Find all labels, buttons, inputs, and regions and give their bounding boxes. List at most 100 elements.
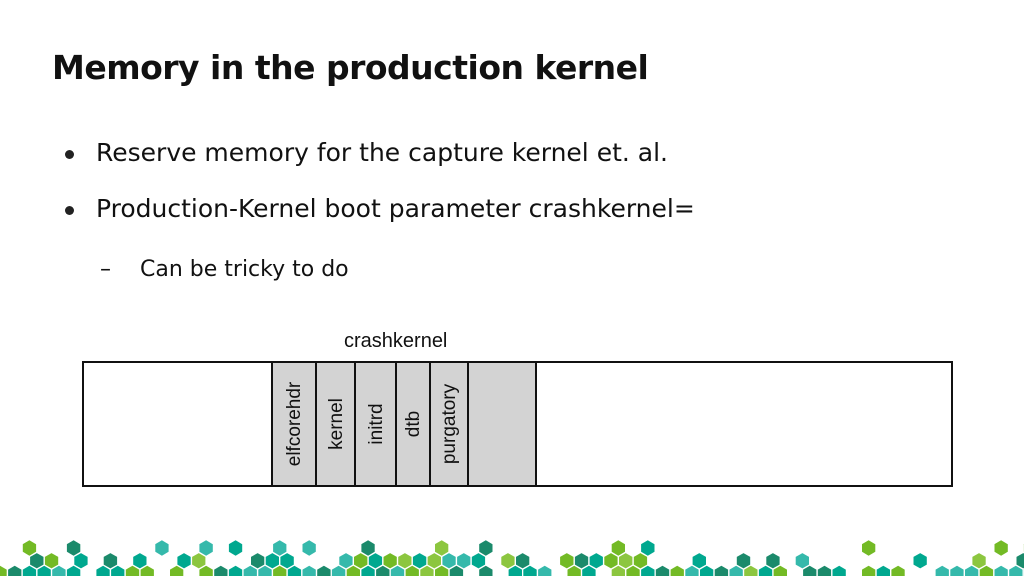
hexagon-shape [265, 553, 279, 569]
hexagon-shape [501, 553, 515, 569]
hexagon-shape [302, 565, 316, 576]
hexagon-shape [876, 565, 890, 576]
hexagon-shape [199, 565, 213, 576]
hexagon-shape [177, 553, 191, 569]
hexagon-shape [574, 553, 589, 569]
hexagon-shape [795, 553, 809, 569]
hexagon-shape [442, 553, 456, 569]
hexagon-shape [383, 553, 397, 569]
sub-bullet-item: –Can be tricky to do [100, 255, 349, 285]
hexagon-shape [1016, 553, 1024, 569]
hexagon-shape [251, 553, 265, 569]
hexagon-shape [192, 553, 206, 569]
hexagon-shape [96, 565, 110, 576]
segment-label: purgatory [439, 383, 460, 465]
hexagon-shape [111, 565, 125, 576]
hexagon-shape [913, 553, 927, 569]
segment-label: elfcorehdr [284, 381, 305, 467]
segment-kernel: kernel [315, 363, 356, 485]
hexagon-shape [346, 565, 360, 576]
hexagon-shape [287, 565, 302, 576]
hexagon-shape [52, 565, 66, 576]
hexagon-shape [155, 540, 169, 556]
hexagon-shape [758, 565, 773, 576]
slide-title: Memory in the production kernel [52, 48, 649, 87]
hexagon-shape [862, 540, 876, 556]
hexagon-shape [641, 565, 655, 576]
hexagon-shape [44, 553, 59, 569]
hexagon-shape [420, 565, 434, 576]
hexagon-shape [8, 565, 22, 576]
hexagon-shape [405, 565, 419, 576]
hexagon-shape [170, 565, 184, 576]
hexagon-shape [258, 565, 272, 576]
hexagon-shape [273, 565, 287, 576]
hexagon-shape [390, 565, 405, 576]
hexagon-shape [228, 565, 243, 576]
hexagon-shape [560, 553, 574, 569]
hexagon-shape [619, 553, 633, 569]
hexagon-shape [633, 553, 648, 569]
hexagon-shape [317, 565, 331, 576]
hexagon-shape [994, 540, 1008, 556]
hexagon-shape [935, 565, 949, 576]
segment-initrd: initrd [354, 363, 397, 485]
hexagon-shape [22, 540, 37, 556]
segment-purgatory: purgatory [429, 363, 469, 485]
hexagon-shape [133, 553, 147, 569]
hexagon-shape [398, 553, 412, 569]
hexagon-shape [427, 553, 441, 569]
hexagon-footer-decoration [0, 540, 1024, 576]
segment-label: initrd [365, 403, 387, 445]
hexagon-shape [700, 565, 714, 576]
sub-bullet-text: Can be tricky to do [140, 257, 349, 282]
hexagon-shape [582, 565, 596, 576]
hexagon-shape [729, 565, 743, 576]
hexagon-shape [803, 565, 817, 576]
hexagon-shape [228, 540, 243, 556]
segment-dtb: dtb [395, 363, 431, 485]
hexagon-shape [692, 553, 706, 569]
hexagon-shape [994, 565, 1008, 576]
hexagon-shape [1009, 565, 1023, 576]
hexagon-shape [361, 540, 375, 556]
hexagon-shape [243, 565, 257, 576]
segment-label: kernel [325, 398, 347, 450]
hexagon-shape [479, 540, 493, 556]
hexagon-shape [670, 565, 684, 576]
hexagon-shape [66, 565, 81, 576]
hexagon-shape [103, 553, 118, 569]
hexagon-shape [273, 540, 287, 556]
hexagon-shape [140, 565, 154, 576]
hexagon-shape [611, 540, 625, 556]
hexagon-shape [37, 565, 51, 576]
segment-label: dtb [403, 410, 424, 438]
hexagon-shape [862, 565, 876, 576]
hexagon-shape [0, 565, 7, 576]
hexagon-shape [685, 565, 699, 576]
hexagon-shape [736, 553, 751, 569]
hexagon-shape [950, 565, 964, 576]
hexagon-shape [435, 540, 449, 556]
hexagon-shape [368, 553, 383, 569]
hexagon-shape [354, 553, 368, 569]
hexagon-shape [972, 553, 986, 569]
segment-elfcorehdr: elfcorehdr [271, 363, 317, 485]
hexagon-shape [567, 565, 581, 576]
hexagon-shape [66, 540, 81, 556]
hexagon-shape [361, 565, 375, 576]
hexagon-shape [516, 553, 530, 569]
hexagon-shape [508, 565, 522, 576]
memory-layout-bar: elfcorehdr kernel initrd dtb purgatory [82, 361, 953, 487]
hexagon-shape [891, 565, 905, 576]
hexagon-shape [965, 565, 979, 576]
hexagon-shape [471, 553, 486, 569]
hexagon-shape [457, 553, 471, 569]
hexagon-shape [979, 565, 994, 576]
hexagon-shape [604, 553, 618, 569]
hexagon-shape [589, 553, 603, 569]
hexagon-shape [714, 565, 729, 576]
hexagon-shape [832, 565, 846, 576]
hexagon-shape [817, 565, 832, 576]
segment-free [467, 363, 537, 485]
